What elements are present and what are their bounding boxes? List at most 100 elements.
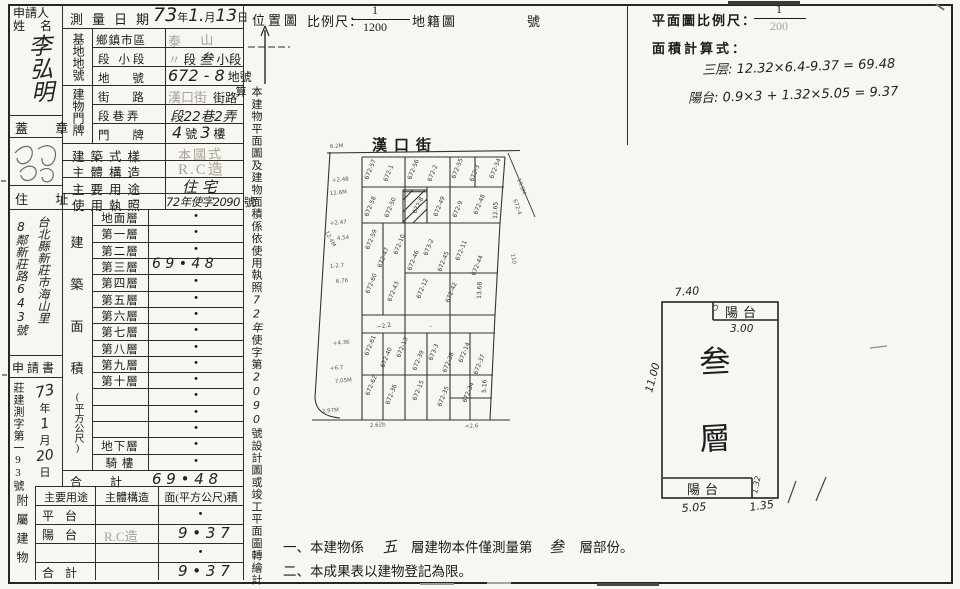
floor-label — [92, 388, 149, 406]
floor-row: 第一層• — [92, 225, 243, 243]
floor-label: 地下層 — [92, 437, 149, 455]
scan-artifact — [597, 583, 659, 586]
subtable-header: 主要用途 — [44, 492, 88, 504]
plan-scale-numerator: 1 — [776, 2, 782, 16]
map-lot-number: 672-36 — [384, 383, 399, 405]
outer-border — [8, 4, 953, 584]
structure-value: R.C造 — [178, 162, 225, 178]
plan-balcony-bottom-label: 陽台 — [687, 482, 723, 497]
scan-artifact — [2, 374, 7, 376]
lane-label: 段巷弄 — [98, 111, 142, 123]
map-lot-number: - — [429, 323, 432, 330]
floor-area-value: • — [194, 210, 198, 222]
floor-area-value: • — [194, 226, 198, 239]
application-label: 申請書 — [12, 361, 58, 375]
floor-label: 第八層 — [92, 339, 149, 357]
table-line — [92, 104, 243, 105]
section-value: 〃 段 叁 小段 — [168, 52, 242, 68]
table-line — [62, 193, 243, 194]
district-label: 鄉鎮市區 — [96, 35, 146, 47]
map-lot-number: 673-3 — [427, 343, 440, 362]
floor-area-value: • — [194, 324, 198, 337]
floor-row: 騎 樓• — [92, 453, 243, 471]
floor-label: 地面層 — [92, 209, 149, 227]
north-arrow — [248, 25, 290, 84]
scan-artifact — [420, 583, 454, 585]
map-lot-number: 2.62b — [370, 422, 387, 429]
location-title: 位置圖 — [252, 13, 301, 28]
map-lot-number: 12.65 — [492, 201, 500, 219]
map-lot-number: 672-49 — [432, 195, 447, 217]
map-lot-number: 672-15 — [411, 379, 426, 401]
subtable-area: • — [198, 546, 203, 558]
table-line — [62, 209, 243, 210]
note-line-1: 一、本建物係五層建物本件僅測量第叁層部份。 — [283, 537, 634, 557]
plan-floor-char-1: 叁 — [699, 343, 732, 380]
subtable-use: 平 台 — [42, 509, 82, 523]
address-line-2: 8鄰新莊路643號 — [14, 220, 28, 336]
map-lot-number: 672-54 — [488, 157, 503, 179]
floor-row: 第四層• — [92, 274, 243, 292]
floor-row: 第五層• — [92, 290, 243, 308]
scan-artifact — [728, 1, 800, 5]
plan-dim-bottom-2: 1.35 — [749, 498, 775, 514]
map-lot-number: 672-3 — [468, 164, 481, 183]
floor-area-value: • — [194, 389, 198, 402]
application-number: 莊建測字第一93號 — [12, 382, 24, 492]
table-line — [62, 143, 243, 144]
floor-row: • — [92, 388, 243, 406]
area-group-char: 建 — [70, 235, 84, 250]
floor-area-value: • — [194, 356, 198, 369]
table-line — [62, 160, 243, 161]
area-calc-label: 面積計算式： — [652, 41, 749, 56]
plan-dim-balcony-side: 1.32 — [750, 475, 763, 494]
area-group-char: 積 — [70, 361, 84, 376]
floor-area-value: • — [194, 242, 198, 255]
subtable-header: 面(平方公尺)積 — [164, 492, 238, 504]
lot-number-value: 672 - 8 地號 — [168, 66, 252, 85]
location-scale-denominator: 1200 — [363, 20, 387, 34]
cadastral-map-label: 地籍圖 — [412, 14, 458, 29]
map-lot-number: 672-59 — [364, 228, 379, 250]
floor-row: 第八層• — [92, 339, 243, 357]
floor-area-value: • — [194, 438, 198, 451]
floor-label: 第四層 — [92, 274, 149, 292]
subtable-line — [35, 543, 243, 544]
map-lot-number: 672-43 — [386, 280, 401, 302]
street-value: 漢口街 街路 — [168, 90, 238, 105]
applicant-label: 申請人姓 名 — [13, 6, 59, 33]
address-label: 住 址 — [15, 192, 81, 207]
map-lot-number: 672-2 — [426, 164, 439, 183]
seal-label: 蓋 章 — [15, 121, 81, 136]
map-lot-number: +2.47 — [330, 220, 348, 227]
site-group-label: 基地地號 — [71, 33, 85, 81]
cadastral-map: 漢口街 — [312, 136, 536, 430]
floor-label: 騎 樓 — [92, 453, 149, 471]
applicant-name: 李弘明 — [23, 33, 54, 104]
map-lot-number: 673-2 — [422, 238, 435, 257]
map-lot-number: 672-42 — [444, 281, 459, 303]
survey-date-label: 測量日期 — [70, 12, 159, 27]
plan-dim-bottom-1: 5.05 — [681, 500, 706, 515]
map-lot-number: 1-2.7 — [330, 263, 345, 270]
map-lot-number: 5.16 — [481, 379, 488, 393]
area-unit-label: (平方公尺) — [72, 392, 83, 454]
scan-artifact — [1, 180, 6, 182]
lot-number-label: 地 號 — [98, 73, 154, 85]
floor-label: 第九層 — [92, 355, 149, 374]
area-group-char: 面 — [70, 319, 84, 334]
map-lot-number: 672-4 — [511, 199, 522, 217]
map-lot-number: 672-40 — [379, 346, 394, 368]
street-label: 街 路 — [98, 92, 154, 104]
location-scale-label: 比例尺： — [307, 14, 364, 29]
map-lot-number: +6.7 — [330, 365, 344, 372]
plan-scale-label: 平面圖比例尺： — [652, 13, 758, 28]
map-lot-number: 672-11 — [454, 239, 469, 261]
map-lot-number: 672-13 — [395, 336, 410, 358]
plan-dim-top: 7.40 — [674, 284, 699, 299]
subtable-line — [35, 562, 243, 563]
lane-value: 段22巷2弄 — [170, 109, 237, 125]
map-lot-number: 672-45 — [436, 250, 451, 272]
table-line — [92, 66, 243, 67]
